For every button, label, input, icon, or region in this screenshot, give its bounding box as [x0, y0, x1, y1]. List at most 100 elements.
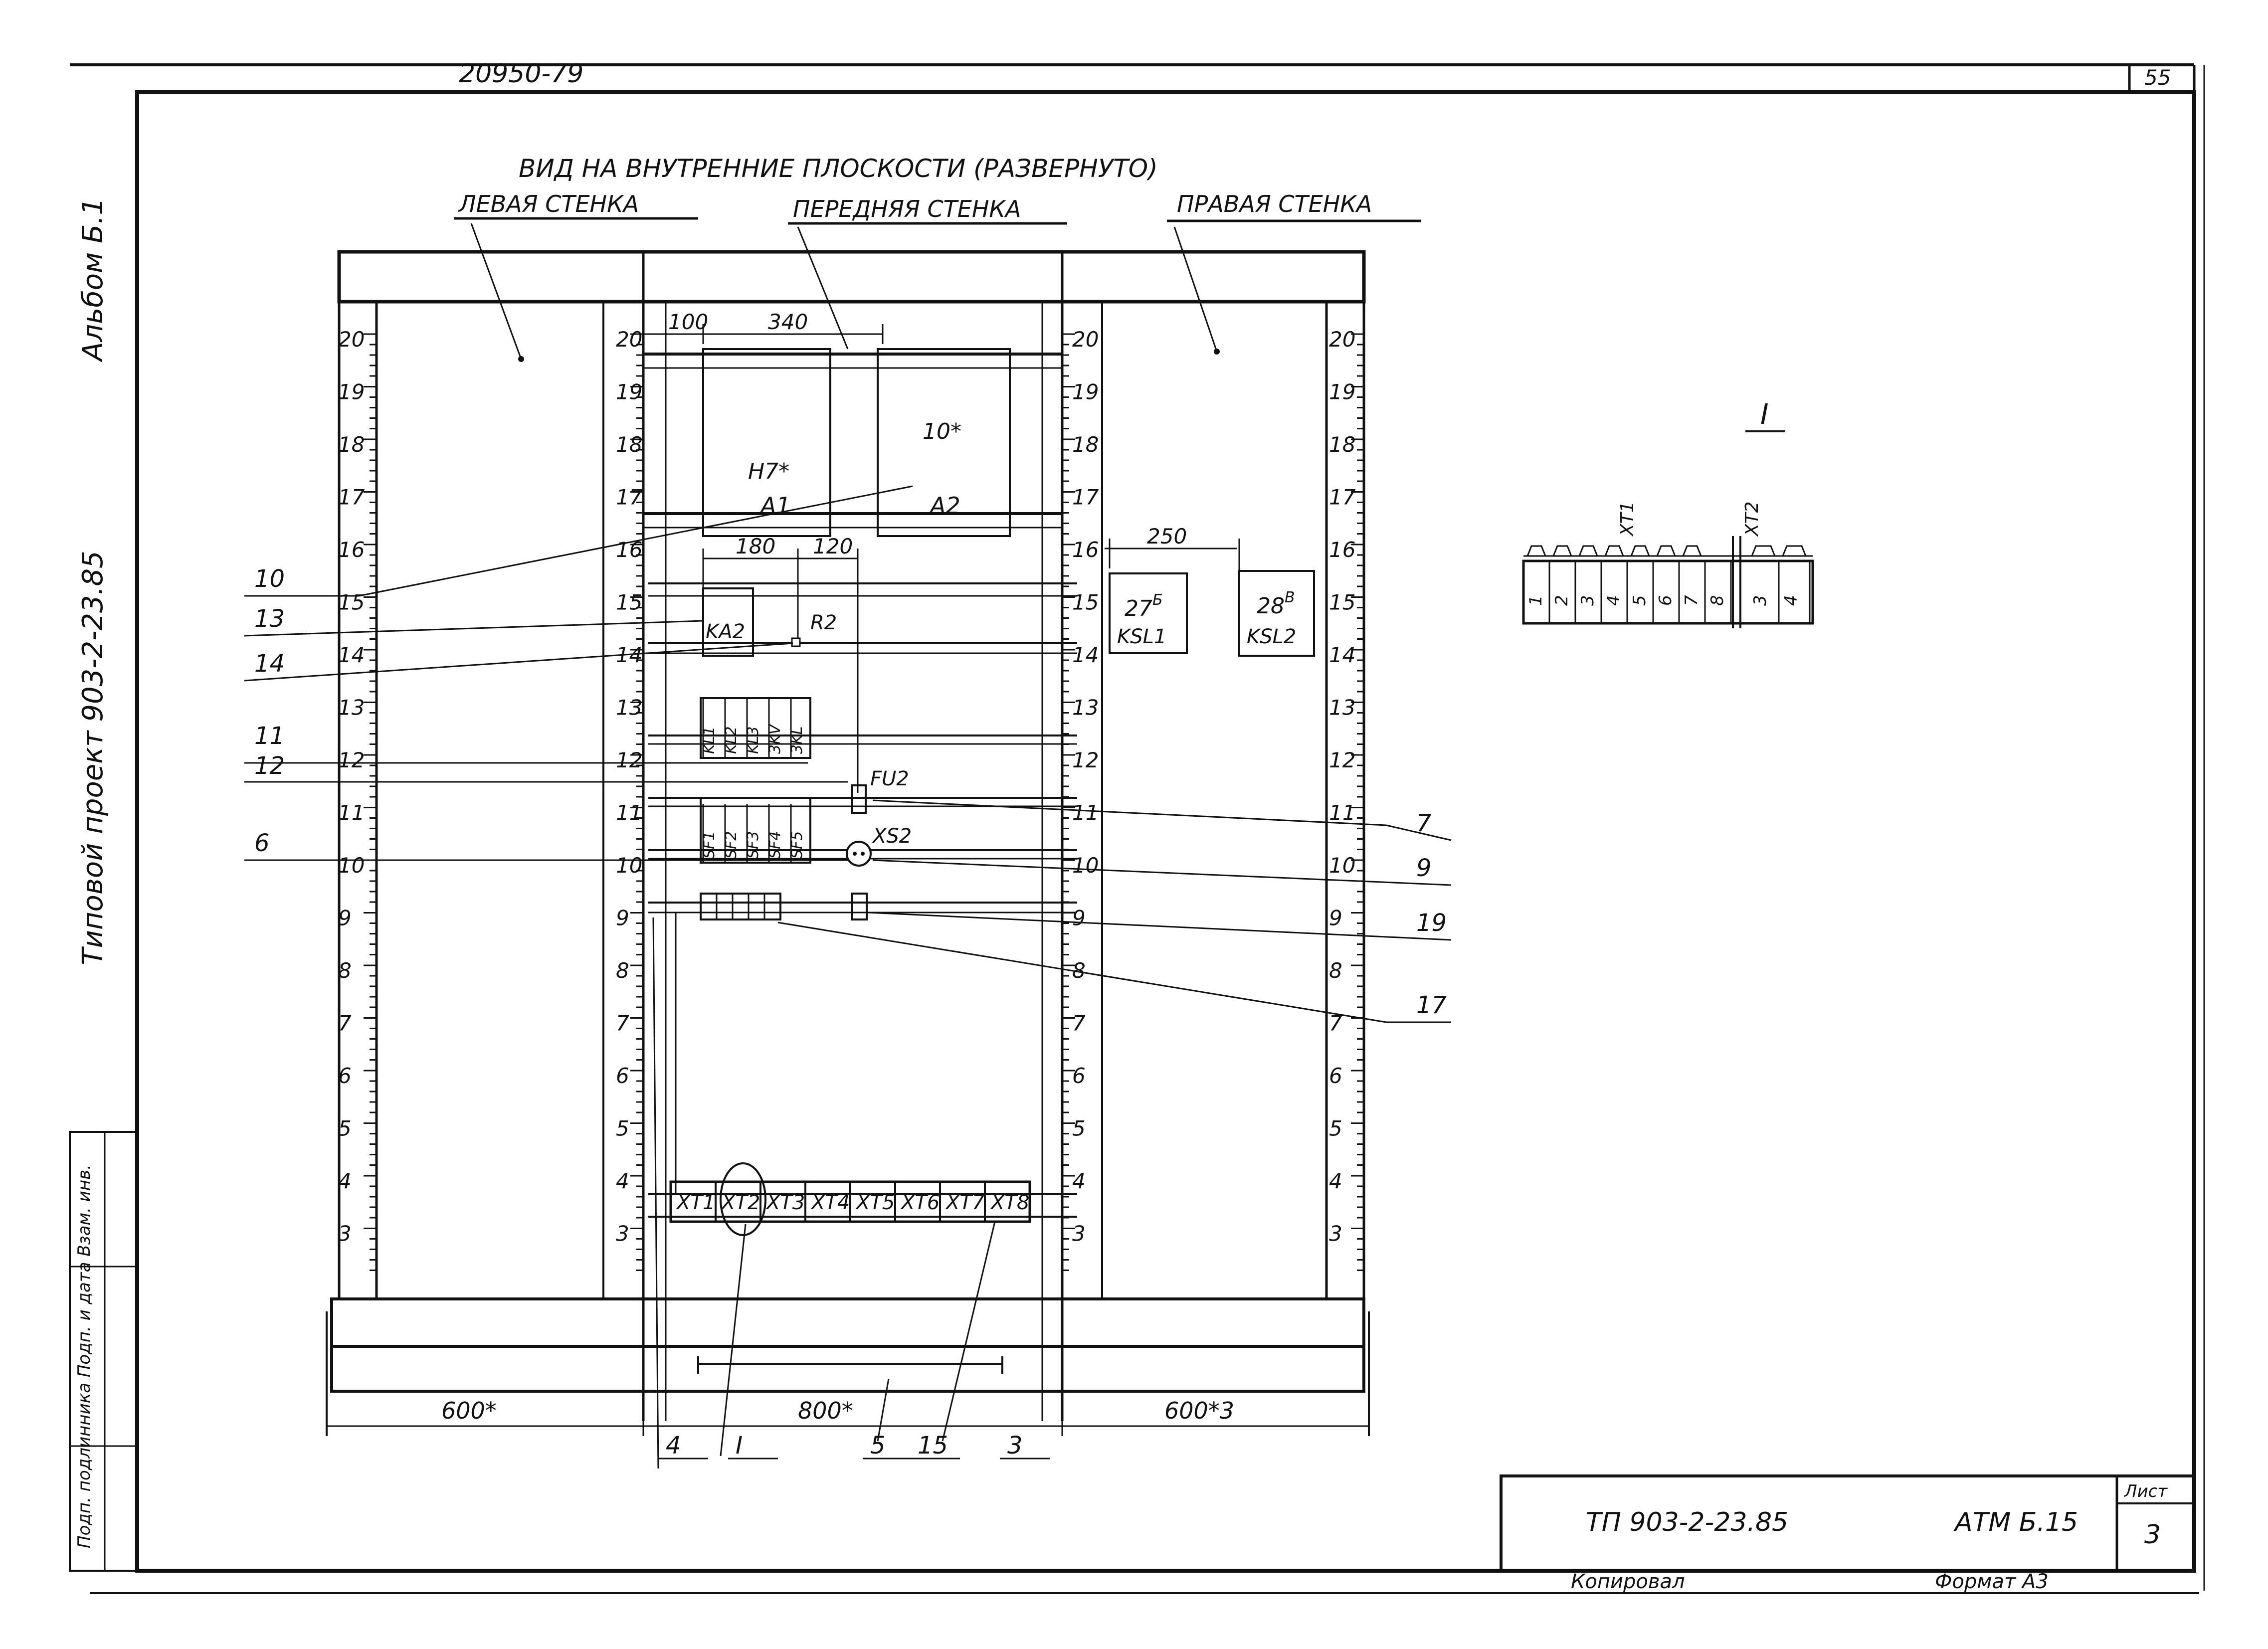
width-dimensions	[327, 1414, 1369, 1436]
side-stamp	[69, 1131, 138, 1572]
callout-bottom: 4	[666, 1432, 681, 1460]
ruler-mark: 3	[1329, 1222, 1342, 1246]
ruler-mark: 6	[338, 1064, 352, 1088]
ruler-mark: 5	[616, 1116, 629, 1141]
detail-cell-label: 2	[1552, 595, 1572, 606]
top-code: 20950-79	[459, 59, 583, 89]
ruler-mark: 19	[1329, 380, 1355, 404]
callout-right: 7	[1416, 809, 1432, 837]
ruler-mark: 13	[616, 696, 642, 720]
callout-left: 13	[254, 605, 285, 633]
terminal-label: XT2	[721, 1191, 760, 1214]
ruler-mark: 6	[1329, 1064, 1342, 1088]
terminal-label: XT7	[945, 1191, 985, 1214]
ruler-mark: 8	[616, 958, 629, 983]
sheet-frame	[70, 63, 2205, 1594]
device-10: 10*	[923, 419, 961, 444]
dim-250: 250	[1147, 524, 1187, 549]
drawing-title: ВИД НА ВНУТРЕННИЕ ПЛОСКОСТИ (РАЗВЕРНУТО)	[519, 154, 1158, 183]
sheet-number: 3	[2144, 1520, 2161, 1550]
ruler-mark: 17	[1329, 485, 1356, 510]
box-28-name: KSL2	[1247, 625, 1296, 648]
side-stamp-text: Подп. подлинника Подп. и дата Взам. инв.	[74, 1164, 94, 1548]
ruler-mark: 8	[338, 958, 352, 983]
terminal-label: XT8	[990, 1191, 1029, 1214]
detail-cell-label: 3	[1578, 595, 1598, 606]
dim-width-left: 600*	[441, 1397, 497, 1424]
ruler-mark: 7	[338, 1011, 352, 1036]
ruler-mark: 11	[1072, 801, 1099, 825]
device-fu2: FU2	[870, 767, 909, 790]
relay-label: 3KL	[788, 727, 806, 754]
ruler-mark: 20	[1329, 327, 1355, 352]
ruler-mark: 11	[338, 801, 365, 825]
box-28: 28В	[1257, 589, 1295, 619]
terminal-label: XT3	[765, 1191, 805, 1214]
ruler-mark: 10	[338, 853, 365, 878]
relay-label: SF3	[745, 831, 762, 859]
callout-left: 14	[254, 650, 285, 678]
device-h7: H7*	[748, 459, 789, 484]
ruler-mark: 19	[616, 380, 642, 404]
device-r2: R2	[810, 611, 837, 634]
relay-label: KL2	[723, 727, 740, 754]
terminal-label: XT5	[855, 1191, 895, 1214]
ruler-mark: 10	[1329, 853, 1355, 878]
ruler-mark: 12	[1072, 748, 1099, 772]
ruler-mark: 11	[1329, 801, 1355, 825]
front-wall-equipment	[643, 324, 1077, 1236]
box-27: 27Б	[1125, 591, 1163, 621]
ruler-mark: 7	[616, 1011, 629, 1036]
album-label: Альбом Б.1	[77, 197, 109, 363]
ruler-mark: 16	[1329, 538, 1355, 562]
relay-label: 3KV	[766, 723, 784, 754]
device-ka2: KA2	[706, 620, 745, 643]
relay-label: SF5	[788, 831, 806, 859]
detail-xt2: XT2	[1742, 501, 1762, 537]
ruler-mark: 20	[616, 327, 642, 352]
detail-mark: I	[1760, 398, 1769, 431]
callout-right: 9	[1416, 854, 1432, 882]
ruler-mark: 14	[338, 643, 365, 667]
ruler-mark: 11	[616, 801, 642, 825]
detail-cell-label: 5	[1630, 595, 1650, 606]
right-wall-title: ПРАВАЯ СТЕНКА	[1177, 190, 1372, 217]
ruler-mark: 20	[1072, 327, 1099, 352]
detail-xt1: XT1	[1617, 501, 1638, 537]
detail-view	[1522, 430, 1814, 628]
ruler-mark: 15	[1329, 590, 1355, 615]
relay-label: KL3	[745, 727, 762, 754]
ruler-mark: 18	[616, 432, 642, 457]
sheet-label: Лист	[2123, 1481, 2168, 1501]
doc-code: АТМ Б.15	[1953, 1507, 2078, 1537]
dim-340: 340	[768, 310, 808, 334]
doc-number: ТП 903-2-23.85	[1586, 1507, 1788, 1537]
callout-left: 10	[254, 565, 285, 593]
dim-width-front: 800*	[798, 1397, 853, 1424]
terminal-label: XT6	[900, 1191, 940, 1214]
ruler-mark: 17	[616, 485, 643, 510]
ruler-mark: 13	[1072, 696, 1099, 720]
device-a1: A1	[759, 492, 791, 519]
ruler-mark: 19	[1072, 380, 1099, 404]
ruler-mark: 3	[616, 1222, 629, 1246]
ruler-mark: 12	[616, 748, 642, 772]
callout-left: 12	[254, 752, 285, 780]
device-xs2: XS2	[872, 825, 912, 848]
detail-cell-label: 1	[1526, 595, 1546, 606]
leader-lines	[244, 485, 1452, 1469]
title-block	[1500, 1474, 2196, 1572]
ruler-mark: 17	[1072, 485, 1099, 510]
callout-left: 11	[254, 722, 285, 750]
ruler-mark: 15	[1072, 590, 1099, 615]
ruler-mark: 13	[1329, 696, 1355, 720]
terminal-label: XT4	[810, 1191, 850, 1214]
ruler-mark: 15	[616, 590, 642, 615]
cabinet-outline	[326, 250, 1370, 1436]
ruler-mark: 4	[338, 1169, 352, 1193]
detail-cell-label: 7	[1682, 595, 1701, 606]
ruler-mark: 5	[338, 1116, 352, 1141]
ruler-mark: 6	[1072, 1064, 1086, 1088]
ruler-mark: 16	[338, 538, 365, 562]
